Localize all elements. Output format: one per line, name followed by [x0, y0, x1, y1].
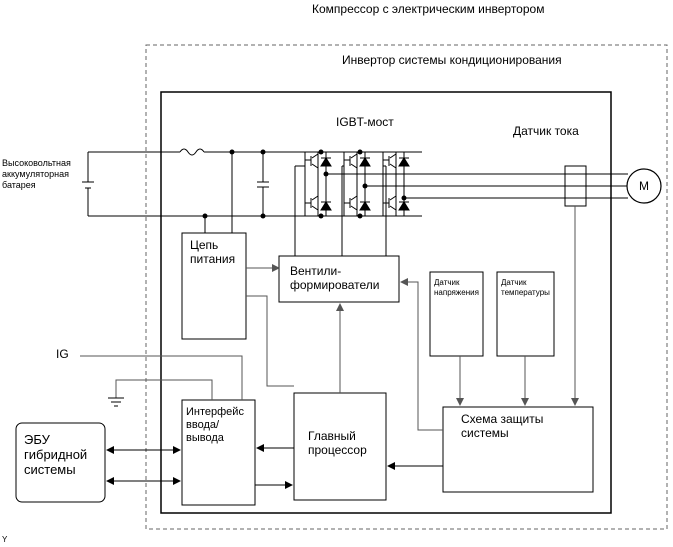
diagram-title: Компрессор с электрическим инвертором [312, 2, 545, 16]
current-sensor-label: Датчик тока [513, 124, 579, 138]
dc-bus [82, 148, 422, 233]
protection-label: Схема защиты системы [461, 412, 544, 440]
main-processor-box [293, 392, 387, 501]
power-circuit-box [181, 232, 247, 340]
ecu-label: ЭБУ гибридной системы [24, 432, 88, 477]
io-interface-box [181, 399, 256, 506]
voltage-sensor-label: Датчик напряжения [434, 278, 479, 297]
junction-dots [202, 149, 407, 219]
voltage-sensor-box [429, 271, 484, 357]
compressor-boundary [145, 44, 668, 530]
motor-circle [626, 168, 662, 204]
gate-drivers-label: Вентили- формирователи [290, 264, 380, 292]
motor-label: M [639, 179, 649, 193]
io-interface-label: Интерфейс ввода/ вывода [186, 406, 244, 444]
ecu-box [15, 422, 106, 503]
ground-symbol [108, 397, 124, 407]
protection-box [442, 406, 594, 493]
igbt-label: IGBT-мост [336, 115, 394, 129]
corner-mark: Y [2, 535, 8, 544]
data-arrows [106, 444, 443, 489]
gate-lines [294, 165, 387, 256]
inverter-title: Инвертор системы кондиционирования [342, 53, 562, 67]
signal-lines [80, 206, 579, 431]
power-circuit-label: Цепь питания [190, 238, 236, 266]
battery-label: Высоковольтная аккумуляторная батарея [2, 158, 71, 190]
main-processor-label: Главный процессор [308, 429, 367, 457]
temp-sensor-label: Датчик температуры [501, 278, 550, 297]
temp-sensor-box [496, 271, 555, 357]
gate-drivers-box [278, 255, 400, 303]
inverter-boundary [160, 91, 612, 514]
ig-label: IG [56, 347, 69, 361]
